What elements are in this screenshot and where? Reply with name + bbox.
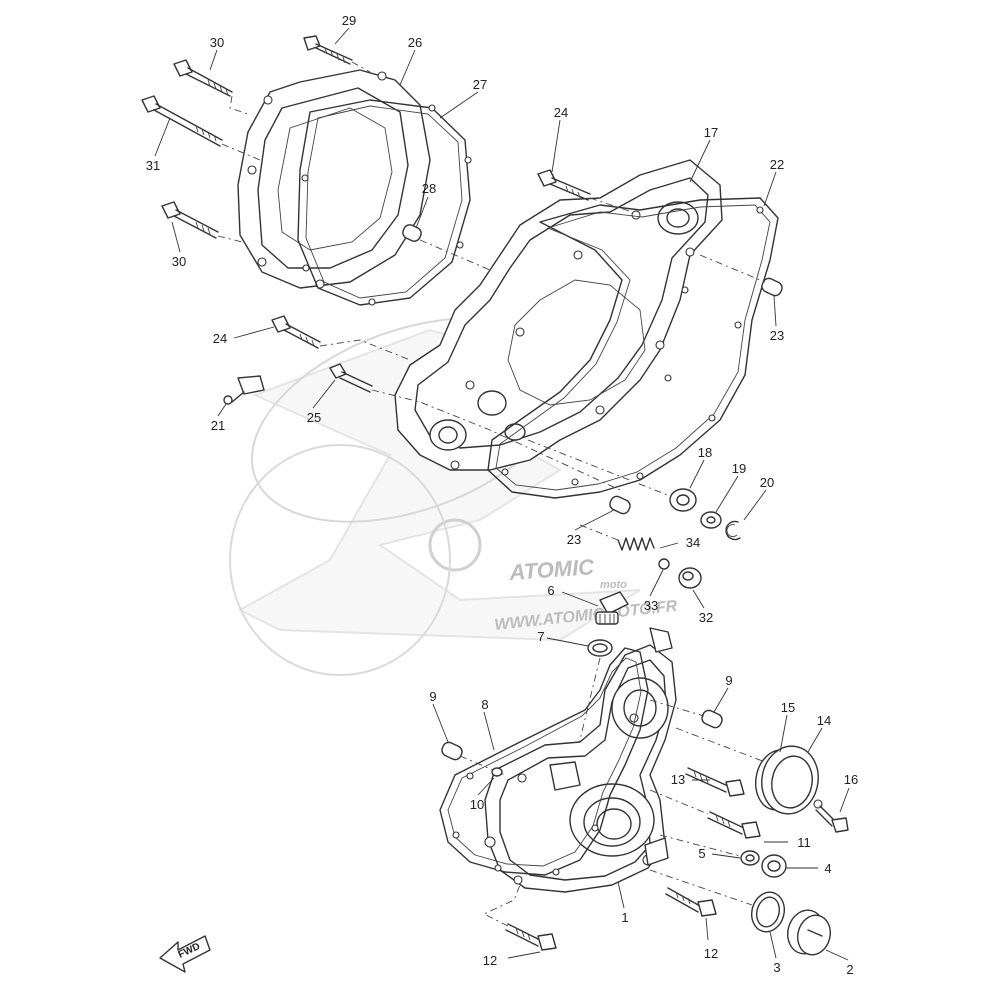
o-ring-5 <box>659 834 760 866</box>
o-ring-3 <box>751 891 785 933</box>
callout-19: 19 <box>732 461 746 476</box>
plug-4 <box>761 854 787 878</box>
bolt-31 <box>141 95 261 161</box>
callout-12-left: 12 <box>483 953 497 968</box>
oil-filler-cap-6 <box>595 591 629 625</box>
callout-34: 34 <box>686 535 700 550</box>
bolt-29 <box>303 35 371 73</box>
callout-2: 2 <box>846 962 853 977</box>
callout-4: 4 <box>824 861 831 876</box>
bolt-11 <box>649 789 761 839</box>
oil-seal-18 <box>527 439 697 512</box>
crankcase-cover-gasket <box>487 197 779 499</box>
bolt-12-right <box>665 887 717 917</box>
leader-lines <box>154 27 850 961</box>
bolt-24-lower <box>271 315 411 361</box>
callout-23-bottom: 23 <box>567 532 581 547</box>
spring-34 <box>579 524 655 551</box>
circlip-20 <box>725 520 741 541</box>
callout-31: 31 <box>146 158 160 173</box>
crankcase-cover-17 <box>394 159 723 471</box>
plug-cap-2 <box>649 869 831 956</box>
cover-gasket-8 <box>439 647 649 876</box>
plug-32 <box>678 567 702 589</box>
callout-1: 1 <box>621 910 628 925</box>
bolt-30-lower <box>161 201 243 243</box>
bolt-30-upper <box>173 59 249 115</box>
callout-17: 17 <box>704 125 718 140</box>
ball-33 <box>658 558 670 570</box>
callout-28: 28 <box>422 181 436 196</box>
callout-24-top: 24 <box>554 105 568 120</box>
callout-27: 27 <box>473 77 487 92</box>
callout-7: 7 <box>537 629 544 644</box>
callout-26: 26 <box>408 35 422 50</box>
dowel-pin-23-lower <box>609 495 631 515</box>
callout-30-top: 30 <box>210 35 224 50</box>
callout-25: 25 <box>307 410 321 425</box>
clutch-outer-cover <box>237 69 431 289</box>
dowel-pin-23-upper <box>699 254 783 297</box>
callout-6: 6 <box>547 583 554 598</box>
callout-3: 3 <box>773 960 780 975</box>
callout-33: 33 <box>644 598 658 613</box>
bolt-13 <box>685 767 745 797</box>
callout-20: 20 <box>760 475 774 490</box>
callout-9-right: 9 <box>725 673 732 688</box>
callout-9-left: 9 <box>429 689 436 704</box>
callout-5: 5 <box>698 846 705 861</box>
bolt-12-left <box>482 884 557 951</box>
dowel-pin-10 <box>491 767 503 777</box>
callout-30-bottom: 30 <box>172 254 186 269</box>
bolt-16 <box>815 805 849 833</box>
crankcase-cover-1 <box>484 627 677 893</box>
callout-numbers: 29 30 26 27 31 30 28 24 17 22 23 24 21 2… <box>146 13 858 977</box>
dowel-pin-9-right <box>649 699 723 729</box>
breather-fitting-21 <box>223 375 265 405</box>
bolt-25 <box>329 363 621 491</box>
callout-12-right: 12 <box>704 946 718 961</box>
washer-19 <box>700 511 722 529</box>
callout-24-left: 24 <box>213 331 227 346</box>
callout-16: 16 <box>844 772 858 787</box>
callout-22: 22 <box>770 157 784 172</box>
callout-18: 18 <box>698 445 712 460</box>
dowel-pin-28 <box>402 224 561 301</box>
watermark-sub: moto <box>600 579 627 591</box>
callout-23-top: 23 <box>770 328 784 343</box>
watermark-brand: ATOMIC <box>508 554 596 585</box>
callout-29: 29 <box>342 13 356 28</box>
clutch-cover-gasket <box>297 99 472 306</box>
callout-15: 15 <box>781 700 795 715</box>
fwd-arrow-icon: FWD <box>159 935 211 973</box>
callout-21: 21 <box>211 418 225 433</box>
callout-32: 32 <box>699 610 713 625</box>
o-ring-7 <box>574 639 613 761</box>
bolt-24-upper <box>537 169 633 213</box>
cover-cap-14 <box>675 727 823 815</box>
callout-13: 13 <box>671 772 685 787</box>
callout-10: 10 <box>470 797 484 812</box>
callout-8: 8 <box>481 697 488 712</box>
callout-11: 11 <box>797 835 811 850</box>
callout-14: 14 <box>817 713 831 728</box>
